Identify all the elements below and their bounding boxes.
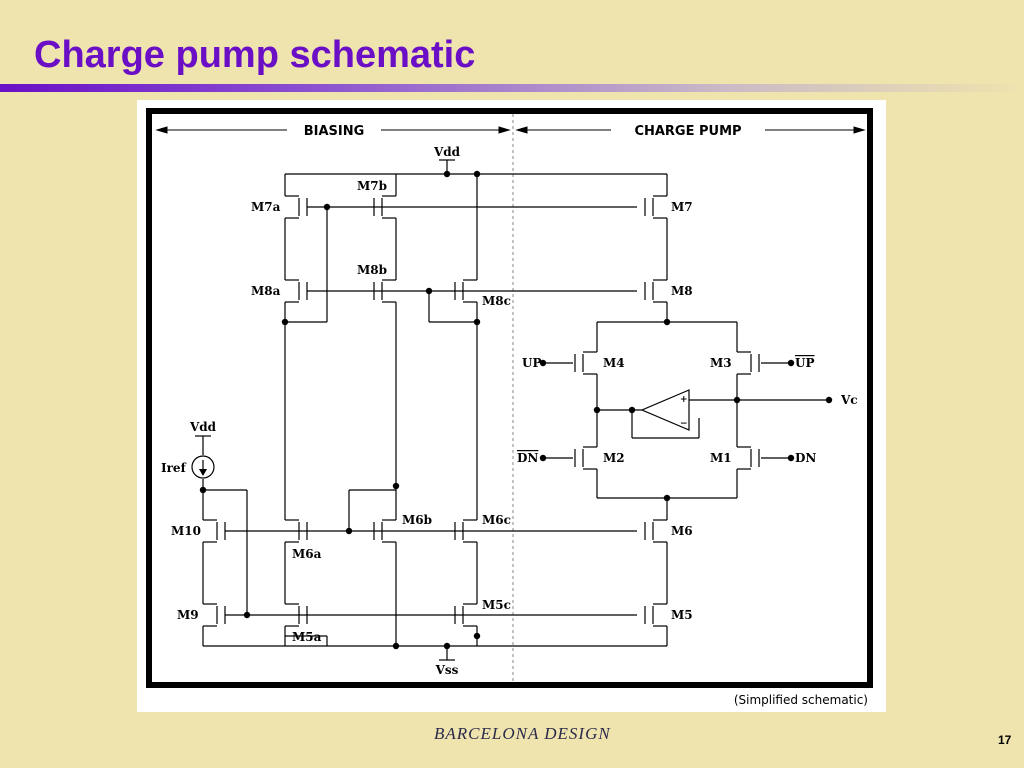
transistor-m5a [285, 603, 308, 627]
label-input-dn: DN [795, 451, 816, 465]
transistor-m7b [373, 195, 396, 219]
transistor-m1 [737, 446, 760, 470]
label-vdd-iref: Vdd [189, 420, 217, 434]
transistor-m7a [285, 195, 308, 219]
label-vc: Vc [840, 393, 858, 407]
barcelona-design-logo: BARCELONA DESIGN [434, 724, 611, 743]
slide-title: Charge pump schematic [34, 34, 476, 76]
schematic-caption: (Simplified schematic) [734, 693, 868, 707]
section-biasing-label: BIASING [304, 124, 365, 139]
opamp-plus: + [680, 395, 688, 405]
transistor-m6a [285, 519, 308, 543]
schematic-labels: Vdd Vdd Vss Iref Vc UP UP DN DN M7a M7b … [161, 145, 858, 677]
junction-dots [199, 170, 795, 650]
label-m6a: M6a [292, 547, 322, 561]
label-m7: M7 [671, 200, 693, 214]
page-number: 17 [998, 733, 1012, 747]
label-m10: M10 [171, 524, 201, 538]
label-m7a: M7a [251, 200, 281, 214]
transistor-m8c [454, 279, 477, 303]
opamp-symbol: + − [640, 389, 690, 431]
transistor-symbols [203, 195, 760, 627]
label-m6c: M6c [482, 513, 511, 527]
label-vss: Vss [435, 663, 459, 677]
transistor-m7 [644, 195, 667, 219]
label-m1: M1 [710, 451, 732, 465]
label-m9: M9 [177, 608, 199, 622]
transistor-m6c [454, 519, 477, 543]
transistor-m5 [644, 603, 667, 627]
label-m8: M8 [671, 284, 693, 298]
transistor-m8b [373, 279, 396, 303]
opamp-minus: − [680, 419, 688, 429]
transistor-m6b [373, 519, 396, 543]
label-m8b: M8b [357, 263, 387, 277]
transistor-m5c [454, 603, 477, 627]
transistor-m8a [285, 279, 308, 303]
transistor-m10 [203, 519, 226, 543]
label-input-dn-bar: DN [517, 451, 538, 465]
transistor-m3 [737, 351, 760, 375]
transistor-m9 [203, 603, 226, 627]
schematic-wires [195, 159, 827, 661]
transistor-m8 [644, 279, 667, 303]
schematic-figure: BIASING CHARGE PUMP [137, 100, 886, 712]
schematic-frame [146, 108, 873, 688]
output-node [825, 396, 833, 404]
transistor-m6 [644, 519, 667, 543]
label-m6b: M6b [402, 513, 432, 527]
section-charge-pump-label: CHARGE PUMP [634, 124, 741, 139]
transistor-m4 [574, 351, 597, 375]
label-m5c: M5c [482, 598, 511, 612]
label-m2: M2 [603, 451, 625, 465]
current-source-symbol [191, 455, 215, 479]
transistor-m2 [574, 446, 597, 470]
label-m6: M6 [671, 524, 693, 538]
label-m5: M5 [671, 608, 693, 622]
label-m4: M4 [603, 356, 625, 370]
label-input-up-bar: UP [795, 356, 815, 370]
label-m8a: M8a [251, 284, 281, 298]
label-m7b: M7b [357, 179, 387, 193]
label-m3: M3 [710, 356, 732, 370]
section-header-arrows [155, 126, 866, 134]
label-vdd-top: Vdd [433, 145, 461, 159]
label-iref: Iref [161, 461, 187, 475]
schematic-svg: BIASING CHARGE PUMP [146, 108, 873, 707]
title-underline [0, 84, 1024, 92]
label-input-up: UP [522, 356, 542, 370]
label-m5a: M5a [292, 630, 322, 644]
label-m8c: M8c [482, 294, 511, 308]
